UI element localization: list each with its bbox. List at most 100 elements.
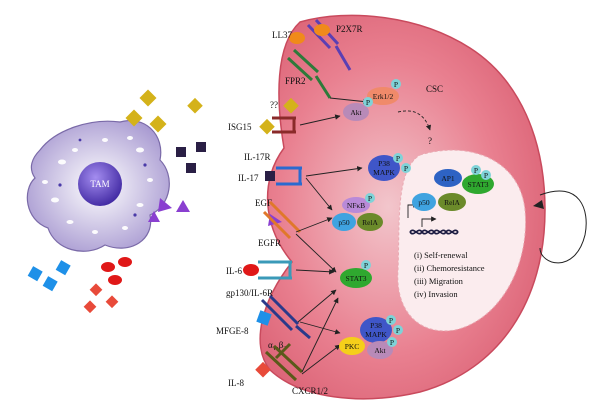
p2x7r-label: P2X7R — [336, 24, 363, 34]
p38-top-p-label-2: P — [404, 164, 408, 173]
ap1-label: AP1 — [441, 174, 455, 183]
p38-top-p-bubble — [393, 153, 403, 163]
p38-bottom-p-bubble-2 — [393, 325, 403, 335]
il8-ligand — [255, 361, 271, 378]
akt-bottom-label: Akt — [374, 346, 386, 355]
mapk-top-label: MAPK — [373, 168, 395, 177]
stat3-p-bubble — [361, 260, 371, 270]
p38-bottom-p-bubble — [386, 315, 396, 325]
tam-nucleus — [78, 162, 122, 206]
stat3-nuc-p-label: P — [474, 166, 478, 175]
function-item-3: (iii) Migration — [414, 276, 464, 286]
nfkb-protein — [342, 197, 370, 213]
fpr2-receptor — [286, 48, 332, 99]
il17-label: IL-17 — [238, 173, 259, 183]
gp130-label: gp130/IL-6R — [226, 288, 273, 298]
transcription-arrow — [421, 216, 437, 227]
p38-mapk-top — [368, 155, 400, 181]
cxcr-label: CXCR1/2 — [292, 386, 328, 396]
akt-protein — [343, 103, 369, 121]
stat3-nuc-p-label-2: P — [484, 171, 488, 180]
p38-top-p-label: P — [396, 154, 400, 163]
isg15-label: ISG15 — [228, 122, 252, 132]
stat3-protein — [340, 268, 372, 288]
il17-ligand — [265, 171, 275, 181]
fpr2-label: FPR2 — [285, 76, 306, 86]
pkc-protein — [339, 337, 365, 355]
p38-bottom-p-label: P — [389, 316, 393, 325]
akt-bottom-protein — [367, 341, 393, 359]
erk-p-label: P — [394, 80, 398, 89]
il8-label: IL-8 — [228, 378, 244, 388]
akt-bottom-p-label: P — [390, 338, 394, 347]
function-item-2: (ii) Chemoresistance — [414, 263, 485, 273]
tam-granules — [42, 136, 153, 234]
rela-protein — [357, 213, 383, 231]
stat3-nuc-p-bubble-2 — [481, 170, 491, 180]
pkc-label: PKC — [345, 342, 360, 351]
tam-label: TAM — [90, 179, 109, 189]
gp130-receptor — [258, 260, 292, 280]
self-renewal-loop — [539, 190, 587, 264]
question-label: ?? — [270, 100, 278, 110]
p50-protein — [332, 213, 356, 231]
p38-bottom-p-label-2: P — [396, 326, 400, 335]
tam-vesicles — [58, 138, 147, 217]
signal-arrows — [295, 97, 419, 375]
erk-label: Erk1/2 — [373, 92, 394, 101]
p38-bottom-label: P38 — [370, 321, 382, 330]
dashed-arrow — [397, 110, 432, 131]
mapk-bottom-label: MAPK — [365, 330, 387, 339]
stat3-p-label: P — [364, 261, 368, 270]
egfr-receptor — [262, 200, 302, 240]
stat3-nuc-p-bubble — [471, 165, 481, 175]
rela-label: RelA — [362, 218, 378, 227]
rela-nuc-label: RelA — [444, 198, 460, 207]
p50-label: p50 — [338, 218, 350, 227]
secreted-red-diamonds — [83, 283, 119, 314]
akt-p-label: P — [366, 98, 370, 107]
ll37-ligand — [289, 32, 305, 44]
mfge8-label: MFGE-8 — [216, 326, 249, 336]
akt-bottom-p-bubble — [387, 337, 397, 347]
dashed-arrow-question: ? — [428, 136, 432, 146]
secreted-red-ellipses — [101, 257, 132, 285]
avb3-receptor — [260, 294, 311, 340]
p2x7r-ligand — [314, 24, 330, 36]
akt-label: Akt — [350, 108, 362, 117]
egfr-label: EGFR — [258, 238, 281, 248]
secreted-dark-squares — [176, 142, 206, 173]
nfkb-label: NFκB — [347, 201, 365, 210]
p38-mapk-bottom — [360, 317, 392, 343]
function-item-4: (iv) Invasion — [414, 289, 458, 299]
rela-nuc-protein — [438, 193, 466, 211]
ap1-protein — [434, 169, 462, 187]
secreted-purple-triangles — [148, 198, 190, 222]
il17r-label: IL-17R — [244, 152, 271, 162]
p38-top-p-bubble-2 — [401, 163, 411, 173]
p50-nuc-label: p50 — [418, 198, 430, 207]
cxcr-receptor — [264, 342, 304, 382]
egf-ligand — [268, 214, 282, 226]
nfkb-p-label: P — [368, 194, 372, 203]
dna-helix — [409, 229, 459, 235]
stat3-nuc-label: STAT3 — [467, 180, 488, 189]
secreted-blue-squares — [27, 260, 71, 292]
erk-p-bubble — [391, 79, 401, 89]
ll37-label: LL37 — [272, 30, 292, 40]
function-item-1: (i) Self-renewal — [414, 250, 468, 260]
nfkb-p-bubble — [365, 193, 375, 203]
mfge8-ligand — [256, 310, 272, 326]
stat3-label: STAT3 — [345, 274, 366, 283]
egf-label: EGF — [255, 198, 272, 208]
p38-top-label: P38 — [378, 159, 390, 168]
p50-nuc-protein — [412, 193, 436, 211]
il17r-receptor — [276, 166, 302, 186]
erk-protein — [367, 87, 399, 105]
il6-ligand — [243, 264, 259, 276]
csc-label: CSC — [426, 84, 443, 94]
il6-label: IL-6 — [226, 266, 242, 276]
akt-p-bubble — [363, 97, 373, 107]
isg15-receptor — [272, 116, 296, 134]
